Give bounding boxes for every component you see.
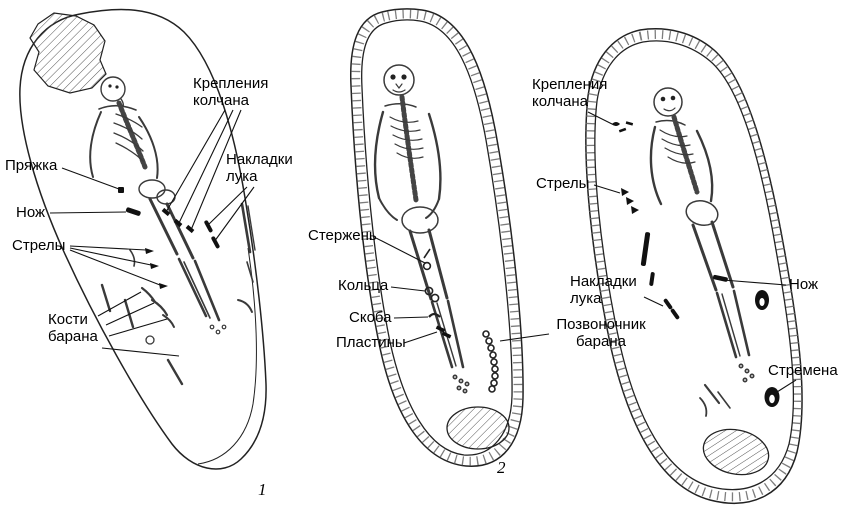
bow-plate-item xyxy=(663,298,673,310)
arrow-item xyxy=(150,263,159,269)
bow-plate-item xyxy=(204,220,213,233)
grave-1-number: 1 xyxy=(258,480,267,499)
leader-ram-bones-1 xyxy=(108,318,168,337)
grave-1-stump xyxy=(29,12,107,94)
leader-arrows-3 xyxy=(593,184,621,194)
plate-item xyxy=(435,325,446,333)
label-rod-2: Стержень xyxy=(308,227,377,244)
arrow-item xyxy=(626,197,634,205)
leader-clamp-2 xyxy=(393,316,429,319)
label-quiver-mounts-1: Крепления колчана xyxy=(193,75,269,109)
leader-rod-2 xyxy=(375,237,426,264)
arrow-item xyxy=(621,188,629,196)
label-arrows-1: Стрелы xyxy=(12,237,66,254)
leader-buckle-1 xyxy=(61,167,120,190)
ram-spine-beads xyxy=(482,330,499,393)
leader-ram-bones-1 xyxy=(101,347,180,357)
leader-bow-plates-3 xyxy=(643,296,664,307)
grave-1-inner-contour xyxy=(197,247,257,465)
leader-quiver-3 xyxy=(587,111,615,126)
grave-2-artifacts xyxy=(422,248,499,393)
knife-item xyxy=(125,207,141,216)
ring-item xyxy=(424,286,434,296)
quiver-mount-item xyxy=(185,224,195,234)
leader-ram-bones-1 xyxy=(105,302,155,326)
bow-plate-item xyxy=(670,308,680,320)
grave-2-drawing xyxy=(349,8,524,467)
quiver-mount-item xyxy=(618,127,627,133)
label-knife-1: Нож xyxy=(16,204,46,221)
leader-quiver-1 xyxy=(190,109,242,231)
grave-3-basin xyxy=(702,428,770,476)
grave-2-number: 2 xyxy=(497,458,506,477)
label-plates-2: Пластины xyxy=(336,334,406,351)
label-arrows-3: Стрелы xyxy=(536,175,590,192)
leader-ram-bones-1 xyxy=(97,291,142,317)
grave-2-basin xyxy=(446,406,510,450)
label-quiver-mounts-3: Крепления колчана xyxy=(532,76,608,110)
leader-stirrups-3 xyxy=(776,379,797,393)
label-stirrups-3: Стремена xyxy=(768,362,838,379)
grave-3-artifacts xyxy=(612,121,780,407)
leader-bow-plates-1 xyxy=(213,186,255,243)
leader-arrows-1 xyxy=(69,247,152,266)
label-bow-plates-1: Накладки лука xyxy=(226,151,293,185)
grave-3-skeleton xyxy=(649,87,755,417)
leader-rings-2 xyxy=(390,286,426,292)
leader-bow-plates-1 xyxy=(206,186,248,227)
leader-lines xyxy=(49,109,797,393)
rod-item xyxy=(422,261,432,271)
clamp-item xyxy=(428,312,441,318)
leader-knife-1 xyxy=(49,211,127,214)
leader-ram-spine-2 xyxy=(499,333,550,342)
skull-icon xyxy=(100,76,126,102)
leader-arrows-1 xyxy=(69,245,147,251)
arrow-item xyxy=(631,206,639,214)
skull-icon xyxy=(653,87,683,117)
leader-arrows-1 xyxy=(69,249,161,286)
quiver-mount-item xyxy=(173,218,183,228)
rod-item xyxy=(649,272,655,286)
rod-item xyxy=(423,248,431,259)
buckle-item xyxy=(118,187,124,193)
spine xyxy=(399,94,419,203)
arrow-item xyxy=(159,283,168,289)
grave-3-inner-outline xyxy=(594,40,795,491)
ring-item xyxy=(430,293,440,303)
grave-1-drawing xyxy=(19,8,267,470)
grave-3-drawing xyxy=(585,28,803,504)
label-ram-bones-1: Кости барана xyxy=(48,311,98,345)
leader-quiver-1 xyxy=(178,109,234,224)
quiver-mount-item xyxy=(625,121,634,126)
leader-knife-3 xyxy=(722,279,787,286)
plate-item xyxy=(441,331,452,339)
label-rings-2: Кольца xyxy=(338,277,389,294)
label-clamp-2: Скоба xyxy=(349,309,392,326)
bow-plate-item xyxy=(211,236,220,249)
grave-1-pit-outline xyxy=(19,8,267,470)
arrow-item xyxy=(145,248,154,254)
grave-2-wall-hatch xyxy=(351,9,523,466)
grave-1-skeleton xyxy=(89,76,256,386)
label-knife-3: Нож xyxy=(789,276,819,293)
skull-icon xyxy=(383,64,415,96)
label-bow-plates-3: Накладки лука xyxy=(570,273,637,307)
spine xyxy=(671,114,700,195)
label-ram-spine-2: Позвоночник барана xyxy=(556,316,646,350)
label-buckle-1: Пряжка xyxy=(5,157,58,174)
leader-plates-2 xyxy=(403,331,438,344)
rod-item xyxy=(640,232,651,266)
leader-quiver-1 xyxy=(165,109,226,213)
